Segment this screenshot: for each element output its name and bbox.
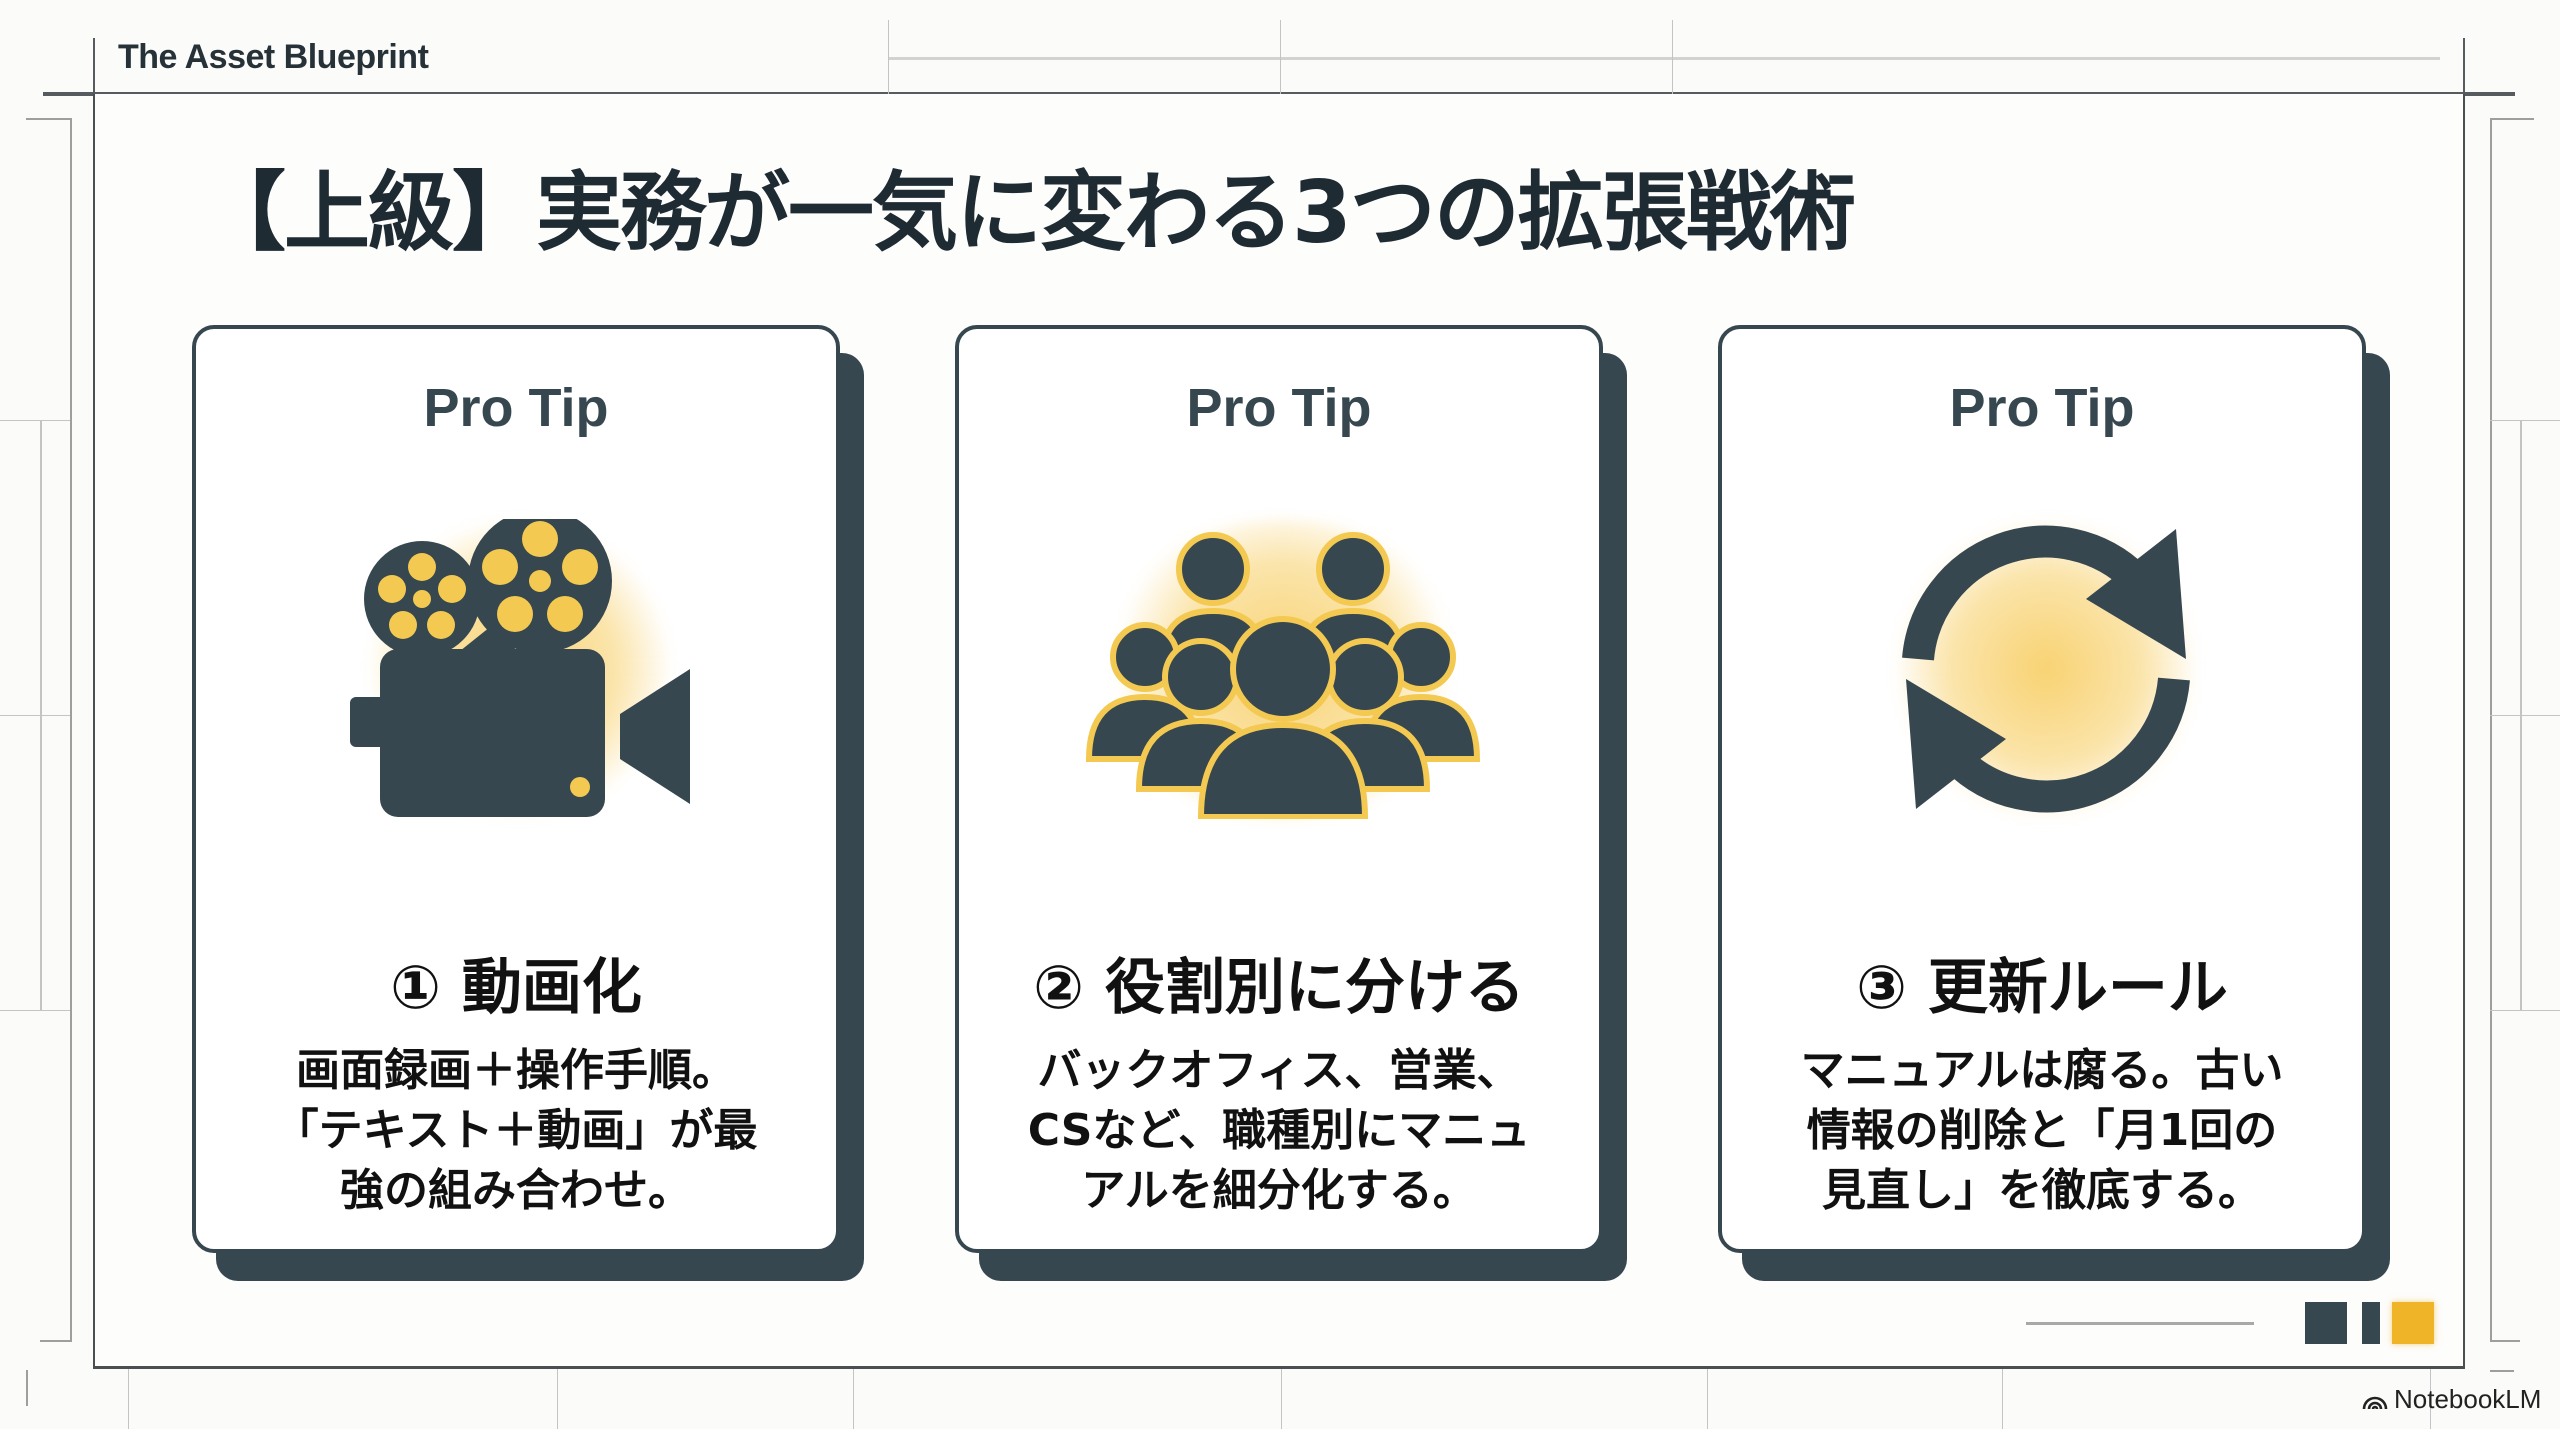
bottom-tick: [2430, 1369, 2431, 1429]
accent-bar-dark: [2362, 1302, 2380, 1344]
watermark-label: NotebookLM: [2394, 1384, 2542, 1414]
frame-right-top: [2463, 38, 2465, 96]
left-grid: [40, 420, 42, 1010]
card-panel: Pro Tip: [192, 325, 840, 1253]
right-grid: [2490, 420, 2560, 421]
card-body: マニュアルは腐る。古い 情報の削除と「月1回の 見直し」を徹底する。: [1800, 1045, 2284, 1216]
header-divider: [1280, 20, 1281, 94]
bottom-tick: [2002, 1369, 2003, 1429]
left-bracket-bottom: [40, 1340, 72, 1342]
frame-left-top: [93, 38, 95, 96]
team-group-icon: [1063, 479, 1503, 859]
left-grid: [0, 420, 70, 421]
brand-label: The Asset Blueprint: [118, 38, 429, 76]
page-title: 【上級】実務が一気に変わる3つの拡張戦術: [200, 163, 1856, 263]
card-label: Pro Tip: [423, 378, 609, 438]
card-panel: Pro Tip: [955, 325, 1603, 1253]
right-bracket-bottom: [2490, 1340, 2520, 1342]
card-label: Pro Tip: [1949, 378, 2135, 438]
accent-square-yellow: [2392, 1302, 2434, 1344]
card-body: 画面録画＋操作手順。 「テキスト＋動画」が最 強の組み合わせ。: [274, 1045, 758, 1216]
right-grid: [2490, 1010, 2560, 1011]
accent-square-dark: [2305, 1302, 2347, 1344]
left-grid: [0, 715, 70, 716]
header-divider: [888, 20, 889, 94]
header-thin-rule: [888, 57, 2440, 60]
tip-card-update: Pro Tip ③ 更新ルール マニュアルは腐る。古い 情報の削除と「月1回の …: [1718, 325, 2390, 1281]
bottom-tick: [557, 1369, 558, 1429]
left-bracket-top: [26, 118, 72, 120]
bottom-tick: [1281, 1369, 1282, 1429]
card-heading: ③ 更新ルール: [1856, 953, 2228, 1023]
header-divider: [1672, 20, 1673, 94]
card-label: Pro Tip: [1186, 378, 1372, 438]
right-grid: [2520, 420, 2522, 1010]
tip-card-video: Pro Tip: [192, 325, 864, 1281]
card-heading: ② 役割別に分ける: [1033, 953, 1525, 1023]
left-grid: [0, 1010, 70, 1011]
notebooklm-logo-icon: [2362, 1396, 2388, 1409]
right-grid: [2490, 715, 2560, 716]
refresh-cycle-icon: [1826, 479, 2266, 859]
bottom-left-bracket: [26, 1370, 28, 1406]
bottom-tick: [1707, 1369, 1708, 1429]
footer-rule: [2026, 1322, 2254, 1325]
left-bracket: [70, 118, 72, 1340]
right-bracket: [2490, 118, 2492, 1340]
watermark: NotebookLM: [2362, 1384, 2541, 1415]
film-camera-icon: [300, 479, 740, 859]
right-bracket-top: [2490, 118, 2534, 120]
bottom-tick: [128, 1369, 129, 1429]
card-heading: ① 動画化: [390, 953, 642, 1023]
tip-card-roles: Pro Tip: [955, 325, 1627, 1281]
card-body: バックオフィス、営業、 CSなど、職種別にマニュ アルを細分化する。: [1027, 1045, 1531, 1216]
bottom-tick: [853, 1369, 854, 1429]
bottom-right-bracket: [2490, 1370, 2514, 1372]
card-panel: Pro Tip ③ 更新ルール マニュアルは腐る。古い 情報の削除と「月1回の …: [1718, 325, 2366, 1253]
